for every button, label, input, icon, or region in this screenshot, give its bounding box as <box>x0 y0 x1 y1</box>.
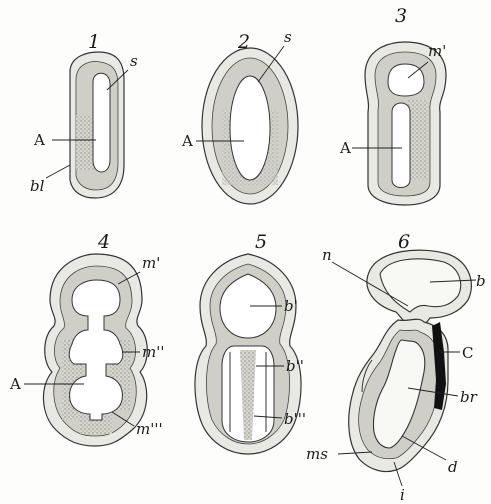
label-A-panel-2: A <box>181 132 193 150</box>
label-m1-panel-3: m' <box>428 42 446 60</box>
panel-4: 4 m' m'' m''' A <box>9 231 164 446</box>
panel-3-forebrain-cavity <box>388 64 424 96</box>
label-s-panel-1: s <box>130 52 138 70</box>
panel-1-cavity <box>93 73 110 172</box>
label-C-panel-6: C <box>462 344 473 362</box>
label-A-panel-3: A <box>339 139 351 157</box>
label-m1-panel-4: m' <box>142 254 160 272</box>
panel-2: 2 s A <box>181 28 298 204</box>
panel-4-cavity <box>69 280 123 420</box>
panel-1: 1 s A bl <box>30 31 138 198</box>
panel-5: 5 b' b'' b''' <box>195 231 306 454</box>
label-i-panel-6: i <box>400 486 405 504</box>
label-ms-panel-6: ms <box>306 445 328 463</box>
label-A-panel-4: A <box>9 375 21 393</box>
label-A-panel-1: A <box>33 131 45 149</box>
panel-number-1: 1 <box>88 31 100 53</box>
label-bl-panel-1: bl <box>30 177 45 195</box>
panel-3-tube-cavity <box>392 103 410 188</box>
panel-2-cavity <box>230 76 270 180</box>
panel-3: 3 m' A <box>339 5 446 205</box>
panel-number-3: 3 <box>395 5 407 27</box>
label-m2-panel-4: m'' <box>142 343 164 361</box>
label-b1-panel-5: b' <box>284 297 298 315</box>
label-b3-panel-5: b''' <box>284 410 306 428</box>
label-b-panel-6: b <box>476 272 486 290</box>
label-d-panel-6: d <box>448 458 458 476</box>
panel-number-4: 4 <box>97 231 110 253</box>
label-br-panel-6: br <box>460 388 478 406</box>
label-b2-panel-5: b'' <box>286 357 304 375</box>
label-n-panel-6: n <box>322 246 332 264</box>
label-m3-panel-4: m''' <box>136 420 163 438</box>
panel-6: 6 n b C br ms d i <box>306 231 486 504</box>
panel-number-5: 5 <box>255 231 267 253</box>
label-s-panel-2: s <box>284 28 292 46</box>
panel-number-6: 6 <box>398 231 410 253</box>
